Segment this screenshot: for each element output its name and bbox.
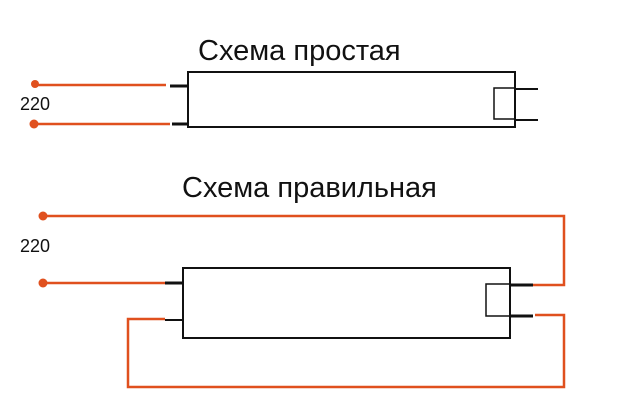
simple-scheme: Схема простая 220 (20, 35, 538, 129)
correct-scheme-title: Схема правильная (182, 172, 437, 204)
starter-box (493, 87, 516, 120)
lamp-tube (187, 71, 516, 128)
terminal-dot (29, 119, 39, 129)
starter-box (485, 283, 511, 317)
correct-scheme: Схема правильная 220 (20, 172, 566, 389)
wire (126, 313, 566, 389)
correct-voltage-label: 220 (20, 236, 50, 256)
wire (43, 214, 566, 287)
lamp-tube (182, 267, 511, 339)
terminal-dot (31, 80, 39, 88)
terminal-dot (38, 278, 48, 288)
simple-voltage-label: 220 (20, 94, 50, 114)
simple-scheme-title: Схема простая (198, 35, 401, 67)
terminal-dot (38, 211, 48, 221)
